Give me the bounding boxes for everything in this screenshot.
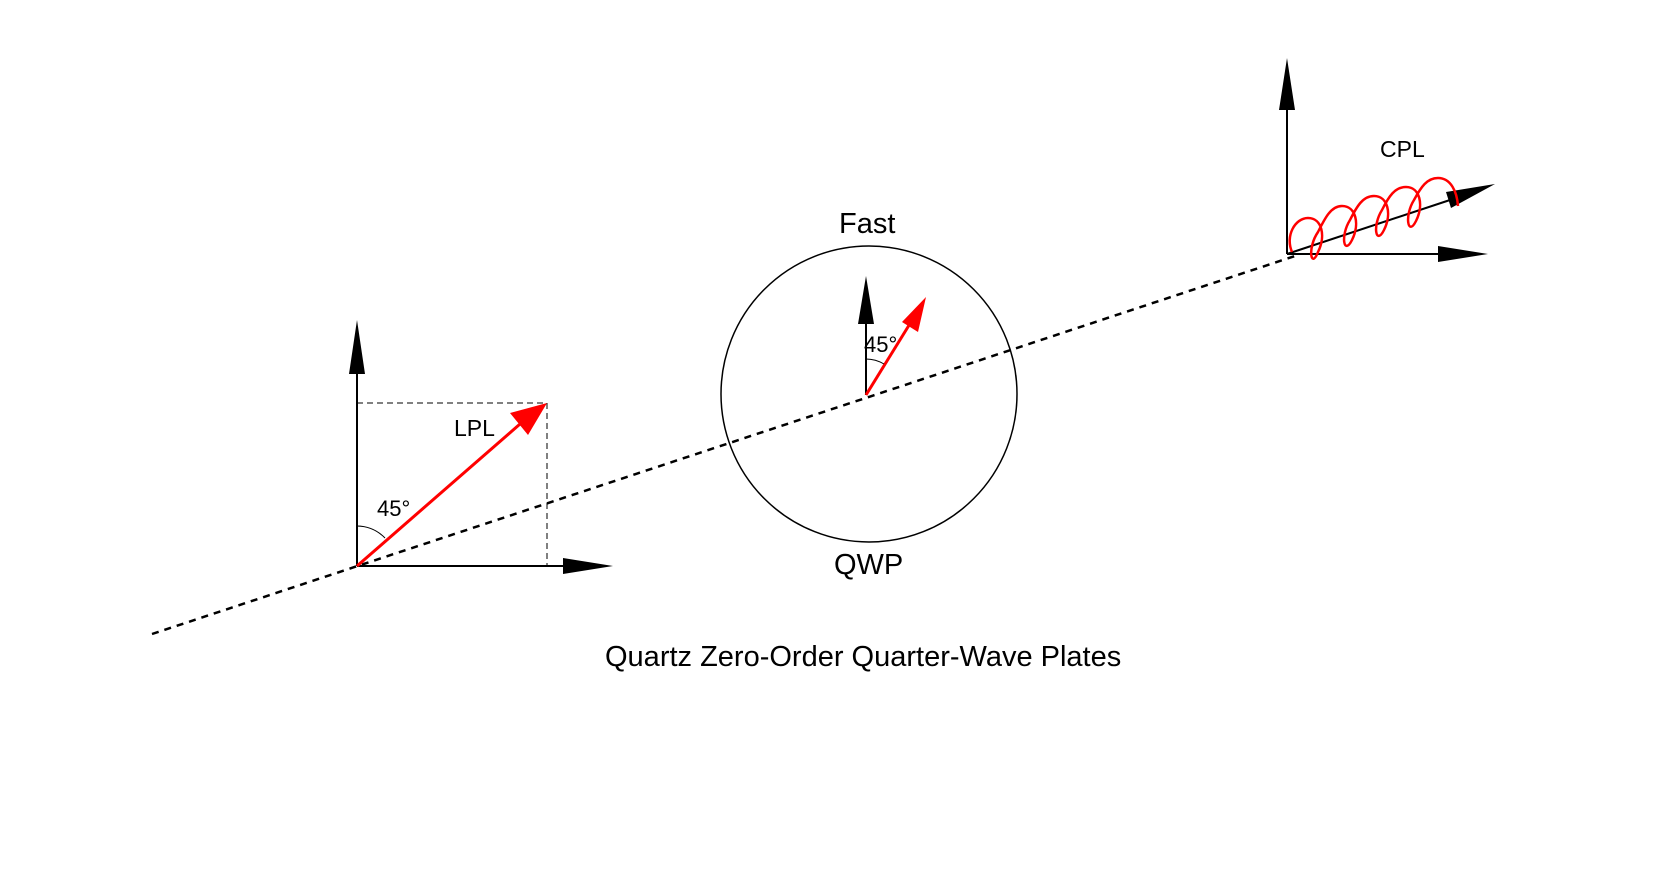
output-vertical-arrowhead xyxy=(1279,58,1295,110)
cpl-label: CPL xyxy=(1380,136,1425,162)
input-angle-label: 45° xyxy=(377,496,410,521)
input-polarization-arrowhead xyxy=(510,403,547,435)
qwp-group: 45° Fast QWP xyxy=(720,208,1018,581)
beam-path-line xyxy=(151,253,1299,636)
input-angle-arc xyxy=(356,525,386,539)
output-horizontal-arrowhead xyxy=(1438,246,1488,262)
qwp-polarization-arrowhead xyxy=(902,297,926,332)
qwp-angle-arc xyxy=(865,358,885,365)
input-polarization-vector xyxy=(356,422,521,568)
fast-axis-arrowhead xyxy=(858,276,874,324)
cpl-helix-curve xyxy=(1288,176,1460,260)
input-vertical-arrowhead xyxy=(349,320,365,374)
qwp-label: QWP xyxy=(834,549,903,581)
qwp-angle-label: 45° xyxy=(864,332,897,357)
input-lpl-group: 45° LPL xyxy=(349,320,613,574)
qwp-plate-outline xyxy=(720,245,1018,543)
input-horizontal-arrowhead xyxy=(563,558,613,574)
fast-axis-label: Fast xyxy=(839,208,895,240)
qwp-polarization-vector xyxy=(864,321,913,396)
figure-caption: Quartz Zero-Order Quarter-Wave Plates xyxy=(605,641,1121,673)
output-propagation-line xyxy=(1286,199,1451,255)
output-cpl-group: CPL xyxy=(1279,58,1495,262)
lpl-label: LPL xyxy=(454,415,495,441)
